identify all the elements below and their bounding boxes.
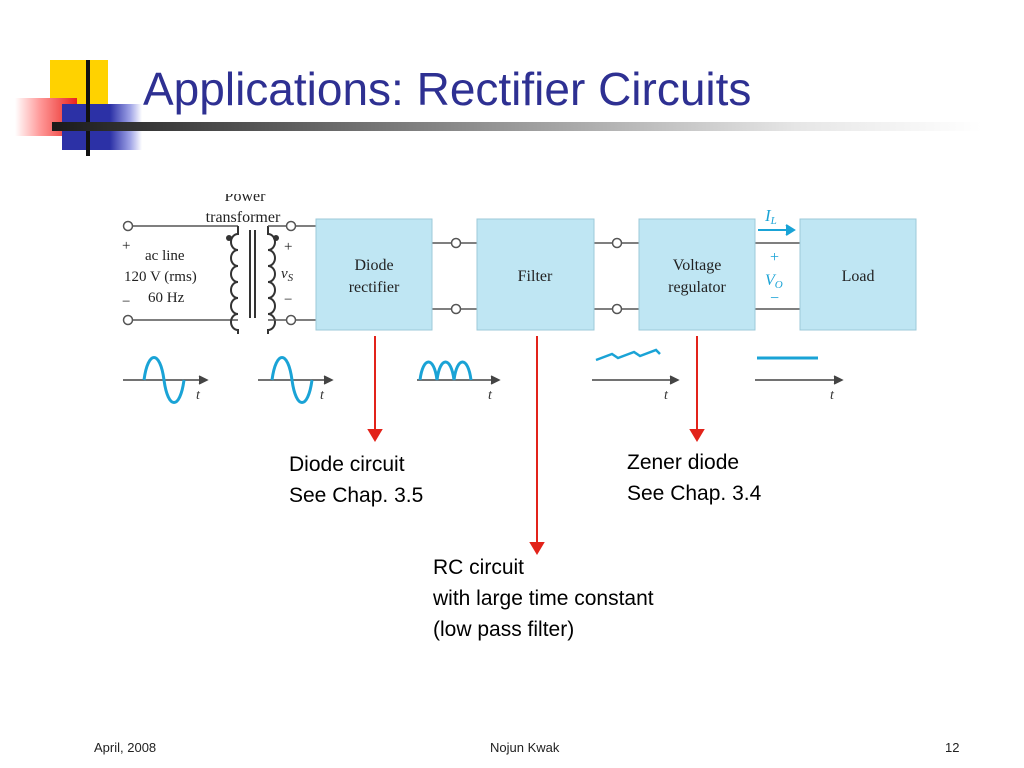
secondary-wires (268, 220, 316, 326)
il-label: IL (764, 206, 777, 227)
wave-ripple (595, 348, 661, 362)
block-filter (476, 218, 595, 331)
callout-arrows (367, 336, 705, 555)
t-label-3: t (488, 388, 493, 403)
source-plus: + (122, 238, 130, 254)
interblock-wires (432, 237, 800, 315)
transformer-symbol (230, 226, 276, 334)
callout-rc-line1: RC circuit (433, 556, 525, 579)
transformer-label-bottom: transformer (206, 209, 281, 226)
title-underline (52, 122, 982, 131)
vs-plus: + (284, 239, 292, 255)
t-label-2: t (320, 388, 325, 403)
dot-primary (226, 235, 232, 241)
block-diode-rectifier (315, 218, 433, 331)
vo-label: VO (765, 272, 783, 291)
il-arrow (758, 224, 796, 236)
source-line3: 60 Hz (148, 290, 185, 306)
source-line1: ac line (145, 248, 185, 264)
block-label-3a: Voltage (673, 257, 722, 274)
source-minus: − (122, 294, 130, 310)
vs-minus: − (284, 292, 292, 308)
input-wires (122, 220, 238, 326)
source-line2: 120 V (rms) (124, 269, 197, 285)
callout-zener-line2: See Chap. 3.4 (627, 482, 762, 505)
vo-minus: − (770, 290, 779, 307)
callout-rc: RC circuit with large time constant (low… (433, 552, 654, 645)
block-label-1b: rectifier (349, 279, 400, 296)
block-label-2a: Filter (518, 268, 553, 285)
callout-diode-line2: See Chap. 3.5 (289, 484, 424, 507)
callout-diode-line1: Diode circuit (289, 453, 405, 476)
vs-label: vS (281, 266, 294, 284)
wave-ac-line (142, 356, 186, 404)
t-label-5: t (830, 388, 835, 403)
dot-secondary (273, 235, 279, 241)
waveforms (123, 348, 844, 404)
deco-vertical-line (86, 60, 90, 156)
callout-zener: Zener diode See Chap. 3.4 (627, 447, 761, 509)
callout-zener-line1: Zener diode (627, 451, 740, 474)
footer-author: Nojun Kwak (490, 740, 560, 755)
block-load (799, 218, 917, 331)
block-voltage-regulator (638, 218, 756, 331)
slide-title: Applications: Rectifier Circuits (143, 63, 752, 115)
callout-rc-line2: with large time constant (433, 587, 654, 610)
t-label-4: t (664, 388, 669, 403)
block-label-3b: regulator (668, 279, 726, 296)
wave-secondary (270, 356, 314, 404)
block-label-1a: Diode (354, 257, 393, 274)
footer-date: April, 2008 (94, 740, 157, 755)
vo-plus: + (770, 249, 779, 266)
callout-diode: Diode circuit See Chap. 3.5 (289, 449, 423, 511)
label-crop-mask (180, 180, 310, 194)
wave-rectified (418, 360, 473, 381)
footer-page: 12 (945, 740, 960, 755)
callout-rc-line3: (low pass filter) (433, 618, 575, 641)
t-label-1: t (196, 388, 201, 403)
block-label-4a: Load (842, 268, 875, 285)
